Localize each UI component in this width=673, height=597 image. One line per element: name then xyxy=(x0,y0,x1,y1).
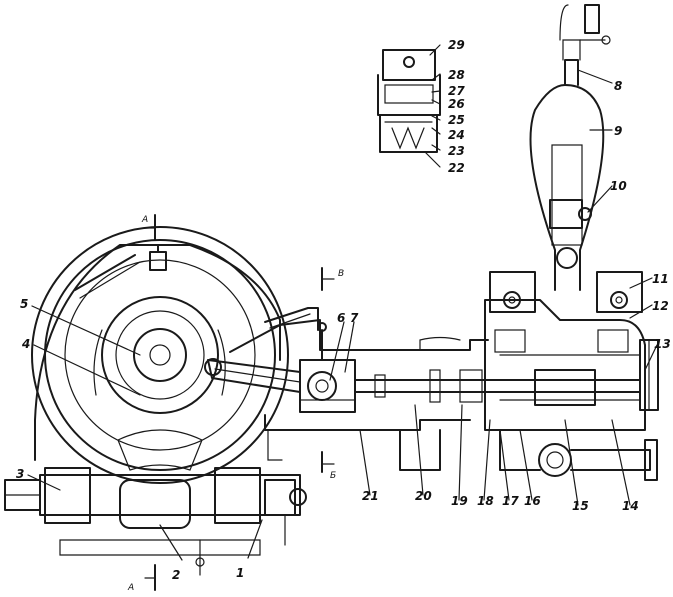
section-marks: A A B Б xyxy=(127,214,344,593)
label-14: 14 xyxy=(622,499,639,513)
label-18: 18 xyxy=(477,494,494,508)
label-5: 5 xyxy=(20,297,28,311)
label-26: 26 xyxy=(448,97,465,111)
label-3: 3 xyxy=(16,467,24,481)
label-21: 21 xyxy=(362,489,379,503)
label-23: 23 xyxy=(448,144,465,158)
label-8: 8 xyxy=(614,79,622,93)
part-labels: 1 2 3 4 5 6 7 8 9 10 11 12 13 14 15 16 1… xyxy=(16,38,671,582)
label-20: 20 xyxy=(415,489,432,503)
section-mark-b-top: B xyxy=(338,269,344,279)
crosshead xyxy=(299,322,356,413)
label-9: 9 xyxy=(614,124,622,138)
label-28: 28 xyxy=(448,68,465,82)
label-4: 4 xyxy=(21,337,30,351)
label-2: 2 xyxy=(172,568,180,582)
gear-housing xyxy=(31,226,289,484)
air-chamber xyxy=(529,4,611,291)
label-6: 6 xyxy=(337,311,345,325)
crankshaft xyxy=(4,467,307,576)
label-17: 17 xyxy=(502,494,519,508)
label-12: 12 xyxy=(652,299,669,313)
label-10: 10 xyxy=(610,179,627,193)
section-mark-a-bottom: A xyxy=(127,583,134,593)
label-27: 27 xyxy=(448,84,465,98)
label-19: 19 xyxy=(451,494,468,508)
label-25: 25 xyxy=(448,113,465,127)
cylinder-block xyxy=(484,271,659,481)
label-11: 11 xyxy=(652,272,669,286)
piston-rod xyxy=(354,369,641,403)
label-16: 16 xyxy=(524,494,541,508)
label-24: 24 xyxy=(448,128,465,142)
section-mark-a-top: A xyxy=(141,215,148,225)
leader-lines xyxy=(27,44,658,561)
label-22: 22 xyxy=(448,161,465,175)
frame xyxy=(229,307,489,471)
label-7: 7 xyxy=(350,311,359,325)
label-1: 1 xyxy=(236,566,244,580)
label-13: 13 xyxy=(654,337,671,351)
valve-detail-inset xyxy=(377,49,441,153)
label-29: 29 xyxy=(448,38,465,52)
section-mark-v-bottom: Б xyxy=(330,471,336,481)
label-15: 15 xyxy=(572,499,589,513)
